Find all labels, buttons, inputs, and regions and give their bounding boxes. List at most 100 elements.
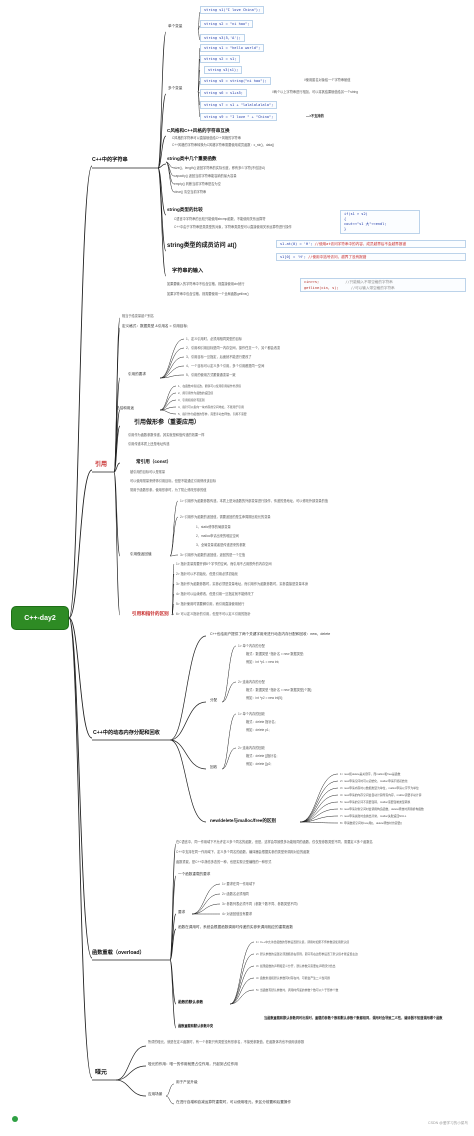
- connector-dummy-0: [115, 1045, 147, 1081]
- connector-mem-1: [169, 701, 207, 741]
- single-var-label: 单个变量: [168, 24, 183, 28]
- input-item-1: 如果要输入的字符串中不包含空格，则直接使用cin就行: [167, 282, 245, 286]
- branch-reference-title[interactable]: 引用: [95, 462, 108, 468]
- ref-diff-5: 5> 指针使用时需要解引用，而引用直接使用就行: [176, 602, 245, 606]
- ref-diff-6: 6> 可以定义指针的引用，但是不可以定义引用的指针: [176, 612, 251, 616]
- connector-mem-2: [169, 739, 207, 770]
- connector-default-3: [229, 977, 255, 1005]
- dummy-intro-1: 所谓的哑元，就是在定义函数时，有一个参数只有类型没有形参名，不接受参数值，在函数…: [148, 1040, 305, 1044]
- connector-ovl-3: [169, 928, 177, 961]
- ref-ret-2a: 1、static修饰的局部变量: [196, 525, 231, 529]
- connector-cond-2: [191, 903, 221, 915]
- dummy-use-label: 应用场景: [148, 1092, 163, 1096]
- ref-req-label: 引用的要求: [128, 372, 146, 376]
- cmp-title[interactable]: string类型的比较: [167, 207, 203, 212]
- connector-default-2: [229, 965, 255, 1005]
- comment-s5: //使用匿名对象给一个字符串赋值: [304, 78, 351, 82]
- conv-title[interactable]: C风格和C++风格的字符串互换: [167, 128, 230, 133]
- ref-diff-label[interactable]: 引用和指针的区别: [132, 611, 169, 616]
- ref-param-title[interactable]: 引用做形参（重要应用）: [134, 420, 201, 426]
- mem-cmp-6: 6> new申请对象空间时会调用构造函数，delete释放时调用析构函数: [340, 807, 424, 811]
- connector-func-3: [165, 161, 175, 193]
- ref-const-3: 常用于函数形参，使用形参时，为了防止修改形参的值: [130, 488, 207, 492]
- mem-cmp-7: 7> new申请失败时会抛出异常，malloc失败返回NULL: [340, 814, 407, 818]
- mem-cmp-label[interactable]: new/delete与malloc/free的区别: [210, 818, 277, 823]
- mem-alloc-single: 1> 单个内存的分配: [238, 644, 265, 648]
- ref-const-1: 被引用的目标可以是常量: [130, 470, 166, 474]
- cmp-code-line-2: {: [344, 217, 347, 221]
- connector-root-reference: [68, 469, 93, 619]
- ref-req-1: 1、定义引用时，必须用相同类型的目标: [186, 337, 242, 341]
- ref-sum-2: 2、用引用作为函数的返回值: [178, 391, 214, 395]
- code-string-s1: string s1("I love China");: [200, 6, 265, 14]
- ovl-intro-2: C++中支持在同一作用域下，定义多个同名的函数，编译器会根据实参的类型来调用对应…: [176, 850, 310, 854]
- connector-memcmp-4: [299, 801, 339, 823]
- at-code-2-text: s1[0] = 'H';: [280, 255, 306, 259]
- mem-intro: C++也给用户提供了两个关键字用来进行动态内存分配和回收：new、delete: [210, 632, 331, 636]
- ref-ret-label: 引用做返回值: [130, 552, 152, 556]
- at-code-2: s1[0] = 'H'; //使用中括号访问，越界了没有报错: [276, 253, 466, 261]
- at-comment-2: //使用中括号访问，越界了没有报错: [308, 255, 367, 259]
- branch-strings-title[interactable]: C++中的字符串: [92, 157, 128, 163]
- branch-memory-title[interactable]: C++中的动态内存分配和回收: [93, 730, 160, 736]
- input-title[interactable]: 字符串的输入: [172, 268, 204, 274]
- input-code-block: cin>>s; //只能输入不带空格的字符串 getline(cin, s); …: [300, 278, 466, 292]
- ref-def: 定义格式：数据类型 &引用名 = 引用目标;: [122, 324, 188, 328]
- dummy-use-1: 用于产品升级: [176, 1080, 198, 1084]
- connector-ref-7: [113, 471, 121, 616]
- connector-default-4: [229, 989, 255, 1005]
- at-title[interactable]: string类型的成员访问 at(): [167, 243, 237, 249]
- connector-req-2: [159, 356, 185, 379]
- connector-memcmp-7: [299, 821, 339, 824]
- connector-ref-5: [113, 462, 121, 473]
- connector-ret-2: [169, 554, 179, 557]
- ref-ret-2b: 2、malloc申请出来的堆区空间: [196, 534, 239, 538]
- code-multi-s9: string s9 = "I love " + "China";: [200, 113, 278, 121]
- func-item-3: empty() 判断当前字符串是否为空: [174, 182, 221, 186]
- func-title[interactable]: string类中几个重要函数: [167, 156, 217, 161]
- ovl-default-1: 1> C++中允许给函数的形参设置默认值，调用时如果不传参数就使用默认值: [256, 940, 350, 944]
- app-logo-icon: [12, 1116, 18, 1122]
- mem-free-label: 回收: [210, 765, 218, 769]
- ref-const-title[interactable]: 常引用（const）: [136, 459, 172, 464]
- connector-root-memory: [68, 617, 93, 739]
- cmp-code-line-4: }: [344, 227, 347, 231]
- ovl-default-label[interactable]: 函数的默认参数: [178, 1000, 204, 1004]
- ref-req-4: 4、一个目标可以定义多个引用，多个引用都是同一空间: [186, 364, 265, 368]
- ref-sum-3: 3、引用和指针有区别: [178, 398, 205, 402]
- connector-req-1: [159, 347, 185, 379]
- connector-multi-3: [197, 80, 201, 93]
- at-comment-1: //使用at访问字符串中的内容，成员越界后不会越界报错: [314, 242, 406, 246]
- connector-root-dummy: [68, 617, 93, 1079]
- connector-req-0: [159, 338, 185, 379]
- root-node[interactable]: C++-day2: [11, 606, 69, 630]
- connector-diff-5: [171, 613, 175, 616]
- mem-free-single-fmt: 格式：delete 指针名;: [246, 720, 276, 724]
- connector-strings-3: [157, 163, 167, 169]
- connector-sum-0: [159, 385, 177, 411]
- ovl-conflict-label[interactable]: 函数重载和默认参数冲突: [178, 1024, 214, 1028]
- multi-var-label: 多个变量: [168, 86, 183, 90]
- ref-sum-1: 1、在函数中直接改，能够可以使用引用操作外部值: [178, 384, 242, 388]
- conv-item-1: C风格的字符串可以直接赋值给C++风格的字符串: [172, 136, 241, 140]
- ref-sum-4: 4、指针可以指向一块内存的空间地址，不能用于引用: [178, 405, 244, 409]
- connector-default-0: [229, 941, 255, 1005]
- ref-ret-2: 2> 引用作为函数的返回值，需要返回的是生命周期比较长的变量: [180, 515, 271, 519]
- ref-ret-3: 3> 引用作为函数的返回值，返回的是一个左值: [180, 553, 246, 557]
- ref-req-3: 3、引用目标一旦指定，后面就不能进行更改了: [186, 355, 252, 359]
- ovl-default-5: 5> 当函数有默认参数时，调用时传递的参数个数可以少于形参个数: [256, 988, 339, 992]
- comment-s6: //两个以上字符串进行相加，可以将其结果赋值给另一个string: [272, 90, 359, 94]
- connector-diff-4: [171, 603, 175, 616]
- branch-dummy-title[interactable]: 哑元: [95, 1070, 108, 1076]
- connector-strings-0: [157, 31, 167, 169]
- connector-root-overload: [68, 617, 93, 959]
- branch-overload-title[interactable]: 函数重载（overload）: [92, 950, 145, 956]
- connector-req-3: [159, 365, 185, 379]
- connector-strings-1: [157, 93, 167, 169]
- ref-diff-2: 2> 指针可以不初始化，但是引用必须初始化: [176, 572, 238, 576]
- cmp-code-block: if(s1 > s2) { cout<<"s1 大"<<endl; }: [340, 210, 420, 234]
- connector-cond-1: [191, 893, 221, 915]
- ref-sum-5: 5、指针作为函数的形参，需要手动去释放，引用不需要: [178, 412, 247, 416]
- connector-use-0: [165, 1083, 175, 1097]
- mem-alloc-label: 分配: [210, 698, 218, 702]
